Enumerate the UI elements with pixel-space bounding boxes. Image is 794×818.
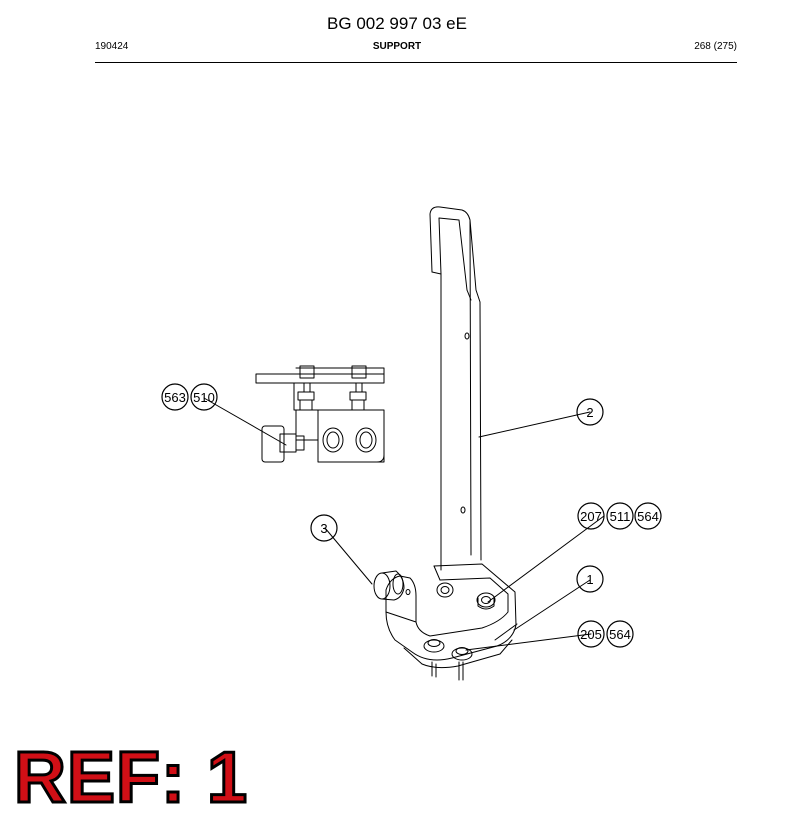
callout-circle-510 — [190, 383, 218, 411]
support-bracket-drawing — [429, 206, 482, 571]
u-bracket-drawing — [373, 563, 518, 681]
callout-label-564b: 564 — [609, 627, 631, 642]
callout-circle-511 — [606, 502, 634, 530]
callout-circle-563 — [161, 383, 189, 411]
callout-label-205: 205 — [580, 627, 602, 642]
date-code: 190424 — [95, 41, 129, 52]
callout-label-2: 2 — [586, 405, 593, 420]
section-title: SUPPORT — [372, 41, 422, 52]
callout-circle-3 — [310, 514, 338, 542]
detail-assembly-drawing — [255, 365, 385, 463]
callout-label-3: 3 — [320, 521, 327, 536]
callout-label-207: 207 — [580, 509, 602, 524]
leader-lines — [203, 397, 605, 651]
callout-circle-205 — [577, 620, 605, 648]
callout-label-510: 510 — [193, 390, 215, 405]
header-rule — [95, 62, 737, 63]
ref-label: REF: 1 — [12, 738, 249, 818]
callout-label-563: 563 — [164, 390, 186, 405]
callout-circle-1 — [576, 565, 604, 593]
callout-label-511: 511 — [610, 509, 631, 524]
page-number: 268 (275) — [694, 41, 737, 52]
callout-circle-564b — [606, 620, 634, 648]
callout-circle-564a — [634, 502, 662, 530]
callout-circle-2 — [576, 398, 604, 426]
callout-circle-207 — [577, 502, 605, 530]
callout-label-564a: 564 — [637, 509, 659, 524]
callout-label-1: 1 — [586, 572, 593, 587]
document-number: BG 002 997 03 eE — [327, 14, 467, 33]
